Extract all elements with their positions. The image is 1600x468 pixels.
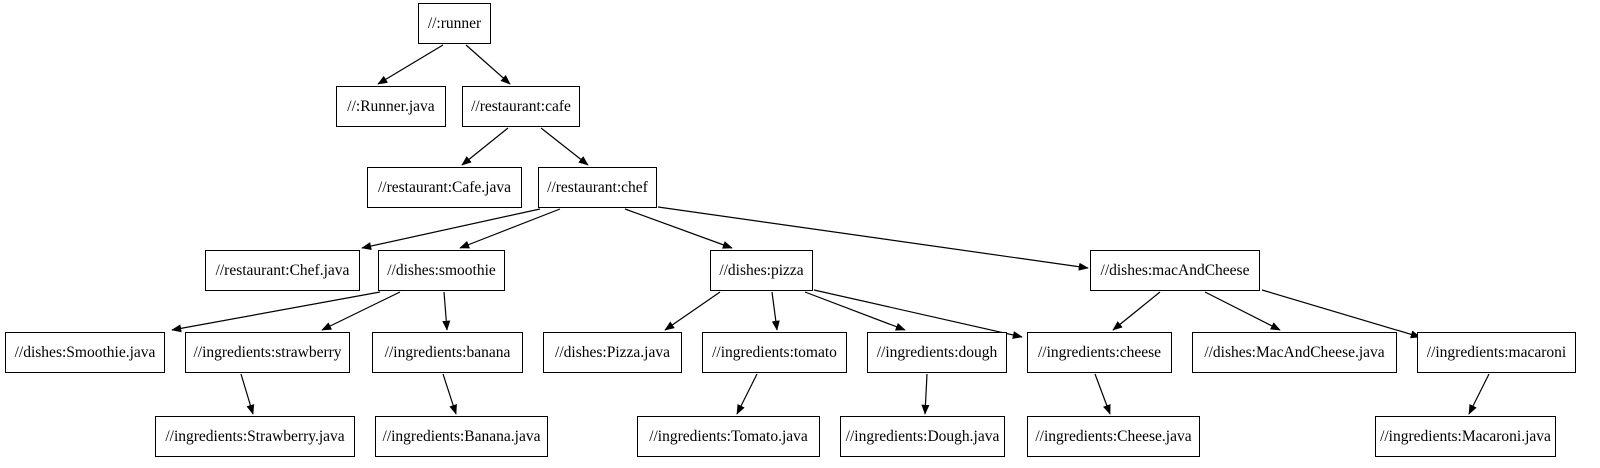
graph-node-label: //ingredients:Strawberry.java (165, 427, 345, 445)
graph-edge-dishes_mac-to-mac_java (1204, 291, 1281, 331)
graph-node-label: //ingredients:strawberry (193, 343, 342, 361)
graph-node-runner_java[interactable]: //:Runner.java (336, 86, 446, 127)
graph-node-dishes_mac[interactable]: //dishes:macAndCheese (1090, 250, 1260, 291)
graph-node-dishes_pizza[interactable]: //dishes:pizza (710, 250, 813, 291)
graph-node-label: //restaurant:Chef.java (215, 261, 350, 279)
graph-node-label: //dishes:Pizza.java (555, 343, 670, 361)
graph-node-dough_java[interactable]: //ingredients:Dough.java (840, 416, 1005, 457)
graph-node-label: //dishes:smoothie (387, 261, 496, 279)
graph-node-restaurant_chef[interactable]: //restaurant:chef (538, 167, 657, 208)
graph-node-label: //:runner (427, 14, 482, 32)
graph-edge-dishes_mac-to-ing_cheese (1112, 291, 1161, 331)
graph-edge-ing_banana-to-banana_java (442, 373, 457, 415)
graph-node-label: //dishes:pizza (719, 261, 804, 279)
graph-node-pizza_java[interactable]: //dishes:Pizza.java (543, 332, 682, 373)
graph-node-cafe_java[interactable]: //restaurant:Cafe.java (367, 167, 522, 208)
graph-edge-restaurant_cafe-to-cafe_java (461, 127, 509, 166)
graph-edge-restaurant_chef-to-dishes_smoothie (459, 208, 561, 249)
graph-edge-ing_strawberry-to-strawberry_java (240, 373, 255, 415)
graph-node-cheese_java[interactable]: //ingredients:Cheese.java (1027, 416, 1200, 457)
graph-node-label: //ingredients:Cheese.java (1035, 427, 1192, 445)
graph-node-strawberry_java[interactable]: //ingredients:Strawberry.java (155, 416, 355, 457)
graph-node-dishes_smoothie[interactable]: //dishes:smoothie (378, 250, 505, 291)
graph-node-label: //:Runner.java (347, 97, 435, 115)
graph-node-runner[interactable]: //:runner (418, 3, 491, 44)
graph-edge-dishes_smoothie-to-ing_banana (442, 291, 451, 331)
graph-node-ing_strawberry[interactable]: //ingredients:strawberry (185, 332, 350, 373)
graph-node-label: //ingredients:dough (876, 343, 998, 361)
graph-node-label: //ingredients:tomato (712, 343, 837, 361)
graph-node-label: //ingredients:macaroni (1426, 343, 1567, 361)
graph-edge-dishes_pizza-to-ing_tomato (771, 291, 780, 331)
graph-node-ing_cheese[interactable]: //ingredients:cheese (1027, 332, 1172, 373)
graph-edge-restaurant_chef-to-dishes_pizza (624, 208, 733, 249)
graph-node-label: //restaurant:chef (547, 178, 648, 196)
graph-edge-ing_macaroni-to-macaroni_java (1468, 373, 1490, 415)
graph-node-tomato_java[interactable]: //ingredients:Tomato.java (637, 416, 820, 457)
graph-node-restaurant_cafe[interactable]: //restaurant:cafe (462, 86, 580, 127)
graph-node-label: //restaurant:Cafe.java (378, 178, 511, 196)
graph-node-label: //dishes:macAndCheese (1100, 261, 1250, 279)
graph-edge-dishes_pizza-to-ing_dough (804, 291, 906, 331)
graph-node-ing_macaroni[interactable]: //ingredients:macaroni (1417, 332, 1576, 373)
graph-node-ing_banana[interactable]: //ingredients:banana (372, 332, 523, 373)
graph-node-smoothie_java[interactable]: //dishes:Smoothie.java (5, 332, 165, 373)
graph-node-label: //ingredients:Dough.java (845, 427, 1000, 445)
graph-node-ing_tomato[interactable]: //ingredients:tomato (702, 332, 847, 373)
graph-edge-dishes_pizza-to-pizza_java (664, 291, 721, 331)
graph-node-label: //dishes:MacAndCheese.java (1204, 343, 1385, 361)
graph-node-banana_java[interactable]: //ingredients:Banana.java (375, 416, 548, 457)
graph-node-chef_java[interactable]: //restaurant:Chef.java (205, 250, 360, 291)
graph-edge-ing_dough-to-dough_java (921, 373, 930, 415)
graph-node-label: //ingredients:Banana.java (382, 427, 541, 445)
graph-edge-dishes_smoothie-to-ing_strawberry (321, 291, 401, 331)
graph-node-label: //ingredients:cheese (1037, 343, 1162, 361)
graph-edge-dishes_mac-to-ing_macaroni (1261, 289, 1421, 339)
graph-edge-dishes_smoothie-to-smoothie_java (171, 291, 381, 333)
graph-edge-ing_cheese-to-cheese_java (1094, 373, 1111, 415)
graph-node-ing_dough[interactable]: //ingredients:dough (867, 332, 1007, 373)
graph-node-label: //ingredients:Macaroni.java (1380, 427, 1551, 445)
graph-node-mac_java[interactable]: //dishes:MacAndCheese.java (1192, 332, 1397, 373)
graph-edge-restaurant_cafe-to-restaurant_chef (540, 127, 589, 166)
graph-node-label: //restaurant:cafe (471, 97, 571, 115)
graph-node-label: //dishes:Smoothie.java (14, 343, 156, 361)
graph-edge-ing_tomato-to-tomato_java (736, 373, 758, 415)
graph-node-macaroni_java[interactable]: //ingredients:Macaroni.java (1375, 416, 1556, 457)
graph-edge-dishes_pizza-to-ing_cheese (813, 289, 1023, 339)
graph-node-label: //ingredients:Tomato.java (649, 427, 808, 445)
graph-edge-runner-to-runner_java (377, 44, 444, 85)
graph-node-label: //ingredients:banana (384, 343, 511, 361)
graph-edge-restaurant_chef-to-chef_java (361, 208, 541, 250)
graph-edge-runner-to-restaurant_cafe (465, 44, 511, 85)
